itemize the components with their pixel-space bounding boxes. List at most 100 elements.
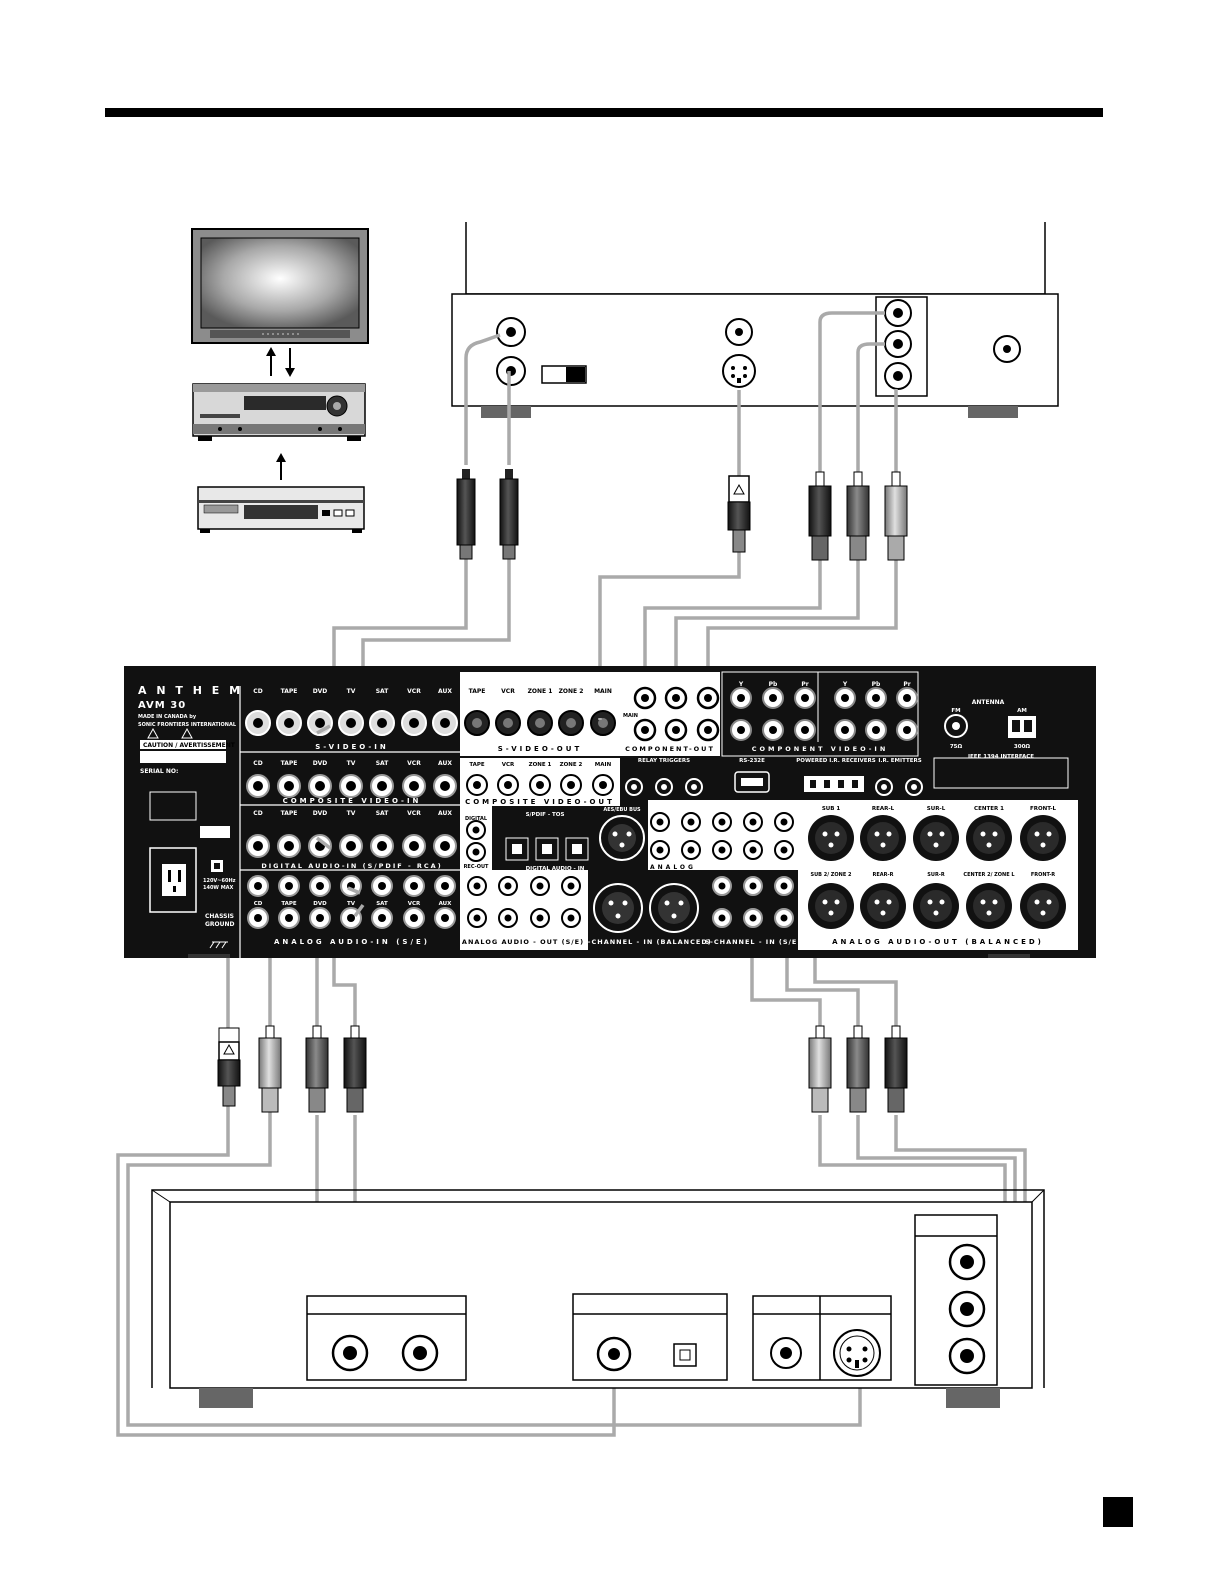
rca-jack[interactable] bbox=[770, 1337, 802, 1369]
rca-jack[interactable] bbox=[712, 876, 732, 896]
svideo-jack[interactable] bbox=[276, 710, 302, 736]
rca-jack[interactable] bbox=[466, 820, 486, 840]
rca-jack[interactable] bbox=[467, 908, 487, 928]
am-antenna-terminal[interactable] bbox=[1008, 716, 1036, 738]
rca-jack[interactable] bbox=[308, 834, 332, 858]
rca-jack[interactable] bbox=[247, 875, 269, 897]
rca-jack[interactable] bbox=[774, 908, 794, 928]
rca-jack[interactable] bbox=[633, 718, 657, 742]
ir-emitter-jack[interactable] bbox=[905, 778, 923, 796]
rca-jack[interactable] bbox=[664, 718, 688, 742]
rca-jack[interactable] bbox=[896, 719, 918, 741]
rca-jack[interactable] bbox=[712, 812, 732, 832]
rca-jack[interactable] bbox=[696, 718, 720, 742]
svideo-jack[interactable] bbox=[590, 710, 616, 736]
svideo-jack[interactable] bbox=[722, 354, 756, 388]
rca-jack[interactable] bbox=[496, 317, 526, 347]
xlr-jack[interactable] bbox=[913, 815, 959, 861]
rca-jack[interactable] bbox=[371, 907, 393, 929]
rca-jack[interactable] bbox=[277, 774, 301, 798]
xlr-jack[interactable] bbox=[1020, 883, 1066, 929]
rca-jack[interactable] bbox=[948, 1337, 986, 1375]
optical-jack[interactable] bbox=[505, 837, 529, 861]
trigger-jack[interactable] bbox=[655, 778, 673, 796]
rca-jack[interactable] bbox=[743, 876, 763, 896]
rca-jack[interactable] bbox=[794, 687, 816, 709]
rca-jack[interactable] bbox=[530, 908, 550, 928]
rca-jack[interactable] bbox=[308, 774, 332, 798]
rca-jack[interactable] bbox=[498, 876, 518, 896]
svideo-jack[interactable] bbox=[245, 710, 271, 736]
xlr-jack[interactable] bbox=[966, 883, 1012, 929]
optical-jack[interactable] bbox=[673, 1343, 697, 1367]
rca-jack[interactable] bbox=[331, 1334, 369, 1372]
rca-jack[interactable] bbox=[650, 812, 670, 832]
rca-jack[interactable] bbox=[247, 907, 269, 929]
rca-jack[interactable] bbox=[596, 1336, 632, 1372]
rca-jack[interactable] bbox=[834, 687, 856, 709]
rca-jack[interactable] bbox=[730, 687, 752, 709]
rs232-port[interactable] bbox=[734, 771, 770, 793]
rca-jack[interactable] bbox=[712, 840, 732, 860]
svideo-jack[interactable] bbox=[558, 710, 584, 736]
rca-jack[interactable] bbox=[529, 774, 551, 796]
trigger-jack[interactable] bbox=[625, 778, 643, 796]
slide-switch[interactable] bbox=[541, 365, 587, 384]
rca-jack[interactable] bbox=[467, 876, 487, 896]
ir-emitter-jack[interactable] bbox=[875, 778, 893, 796]
rca-jack[interactable] bbox=[762, 687, 784, 709]
rca-jack[interactable] bbox=[762, 719, 784, 741]
rca-jack[interactable] bbox=[246, 774, 270, 798]
rca-jack[interactable] bbox=[712, 908, 732, 928]
optical-jack[interactable] bbox=[535, 837, 559, 861]
xlr-jack[interactable] bbox=[1020, 815, 1066, 861]
rca-jack[interactable] bbox=[774, 840, 794, 860]
rca-jack[interactable] bbox=[403, 907, 425, 929]
xlr-jack[interactable] bbox=[649, 883, 699, 933]
rca-jack[interactable] bbox=[650, 840, 670, 860]
rca-jack[interactable] bbox=[896, 687, 918, 709]
rca-jack[interactable] bbox=[633, 686, 657, 710]
rca-jack[interactable] bbox=[371, 875, 393, 897]
svideo-jack[interactable] bbox=[833, 1329, 881, 1377]
rca-jack[interactable] bbox=[664, 686, 688, 710]
rca-jack[interactable] bbox=[743, 812, 763, 832]
rca-jack[interactable] bbox=[403, 875, 425, 897]
svideo-jack[interactable] bbox=[432, 710, 458, 736]
rca-jack[interactable] bbox=[402, 834, 426, 858]
rca-jack[interactable] bbox=[433, 774, 457, 798]
rca-jack[interactable] bbox=[434, 875, 456, 897]
rca-jack[interactable] bbox=[433, 834, 457, 858]
xlr-jack[interactable] bbox=[966, 815, 1012, 861]
rca-jack[interactable] bbox=[865, 687, 887, 709]
rca-jack[interactable] bbox=[725, 318, 753, 346]
rca-jack[interactable] bbox=[865, 719, 887, 741]
rca-jack[interactable] bbox=[370, 834, 394, 858]
svideo-jack[interactable] bbox=[527, 710, 553, 736]
rca-jack[interactable] bbox=[561, 908, 581, 928]
rca-jack[interactable] bbox=[834, 719, 856, 741]
xlr-jack[interactable] bbox=[593, 883, 643, 933]
optical-jack[interactable] bbox=[565, 837, 589, 861]
rca-jack[interactable] bbox=[434, 907, 456, 929]
rca-jack[interactable] bbox=[339, 774, 363, 798]
rca-jack[interactable] bbox=[246, 834, 270, 858]
rca-jack[interactable] bbox=[884, 299, 912, 327]
xlr-jack[interactable] bbox=[860, 883, 906, 929]
xlr-jack[interactable] bbox=[599, 815, 645, 861]
rca-jack[interactable] bbox=[370, 774, 394, 798]
svideo-jack[interactable] bbox=[464, 710, 490, 736]
rca-jack[interactable] bbox=[402, 774, 426, 798]
rca-jack[interactable] bbox=[277, 834, 301, 858]
fm-antenna-jack[interactable] bbox=[944, 714, 968, 738]
rca-jack[interactable] bbox=[884, 330, 912, 358]
rca-jack[interactable] bbox=[993, 335, 1021, 363]
rca-jack[interactable] bbox=[592, 774, 614, 796]
rca-jack[interactable] bbox=[530, 876, 550, 896]
xlr-jack[interactable] bbox=[860, 815, 906, 861]
rca-jack[interactable] bbox=[948, 1290, 986, 1328]
trigger-jack[interactable] bbox=[685, 778, 703, 796]
rca-jack[interactable] bbox=[696, 686, 720, 710]
rca-jack[interactable] bbox=[278, 907, 300, 929]
rca-jack[interactable] bbox=[774, 876, 794, 896]
